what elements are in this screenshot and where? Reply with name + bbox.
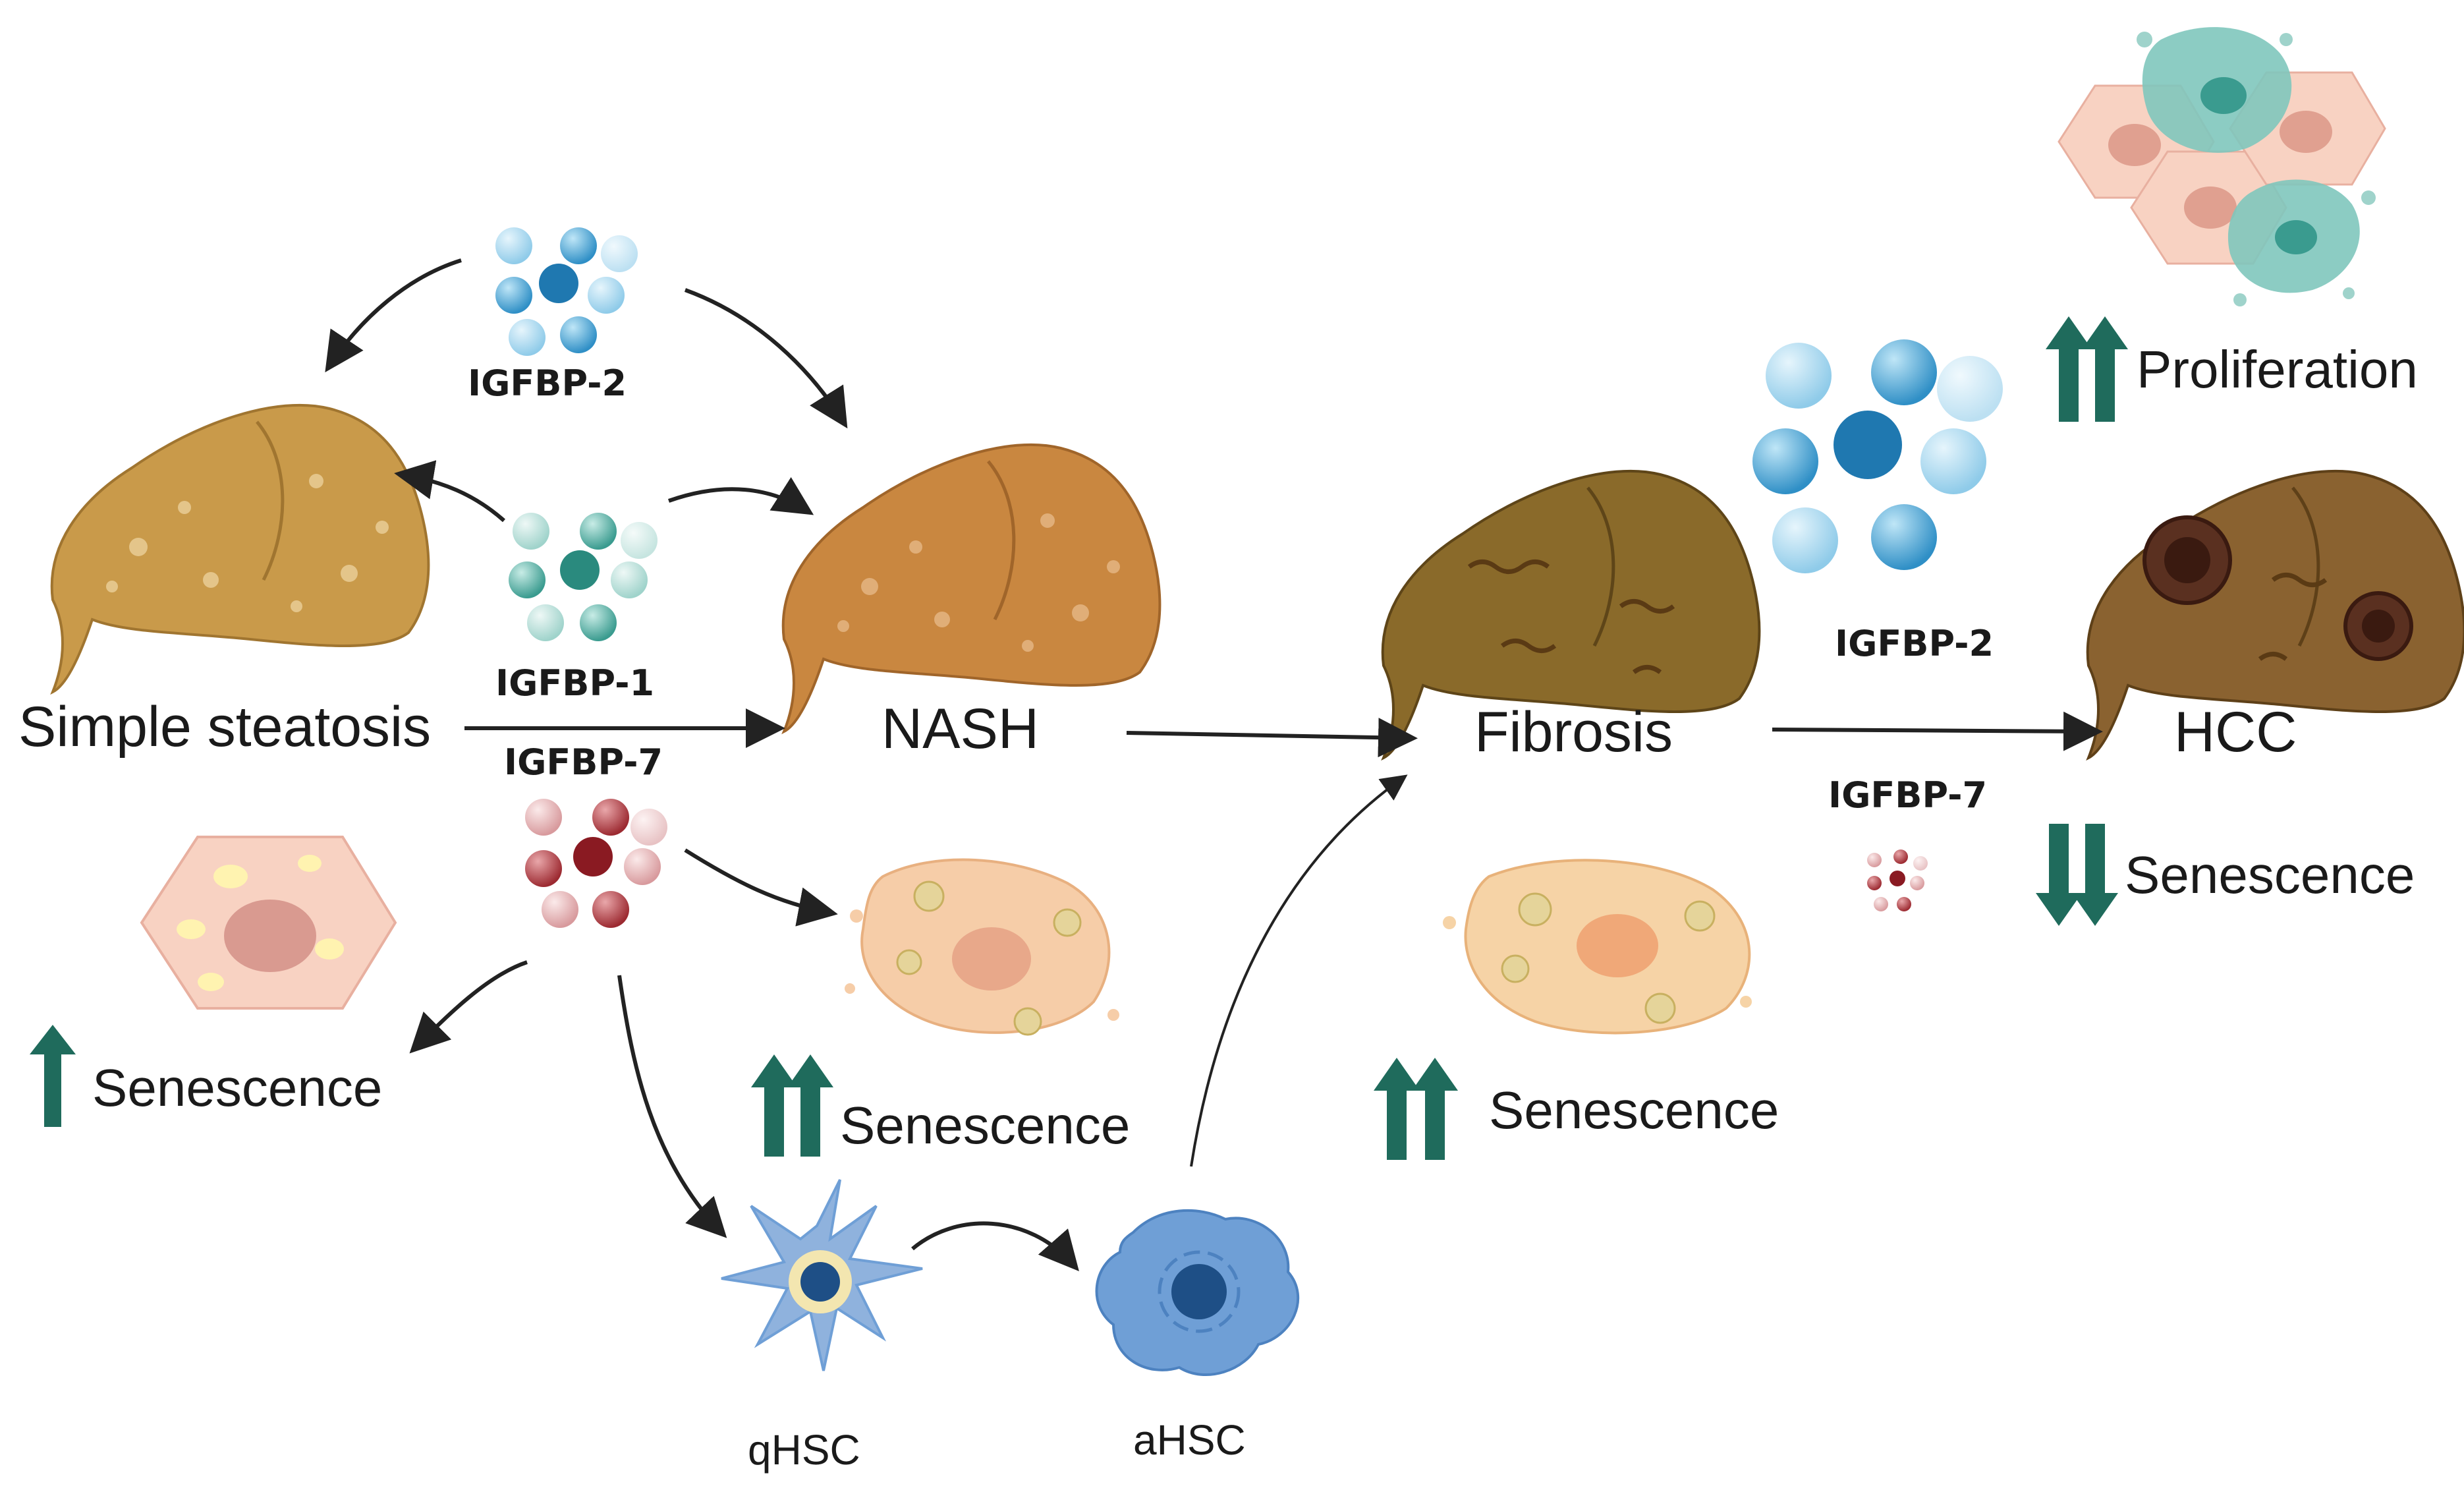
label-hcc: HCC bbox=[2174, 701, 2297, 764]
proliferating-cells-icon bbox=[2058, 27, 2386, 306]
arrow-igfbp7-to-hepatocyte bbox=[409, 960, 528, 1054]
label-senescence-nash: Senescence bbox=[840, 1096, 1130, 1155]
double-up-arrow-icon-fibrosis bbox=[1374, 1058, 1458, 1160]
label-igfbp2-top: IGFBP-2 bbox=[468, 362, 627, 404]
ahsc-cell-icon bbox=[1095, 1209, 1300, 1377]
fibrosis-senescent-cell-icon bbox=[1443, 859, 1752, 1035]
igfbp2-right-cluster bbox=[1752, 339, 2003, 573]
label-ahsc: aHSC bbox=[1133, 1416, 1246, 1464]
up-arrow-icon-left bbox=[30, 1025, 76, 1127]
label-senescence-left: Senescence bbox=[92, 1058, 382, 1117]
arrow-igfbp1-to-nash bbox=[668, 476, 814, 515]
label-igfbp7-left: IGFBP-7 bbox=[504, 741, 663, 783]
arrow-ahsc-to-fibrosis bbox=[1190, 774, 1408, 1167]
qhsc-cell-icon bbox=[721, 1179, 923, 1371]
double-down-arrow-icon-hcc bbox=[2036, 824, 2118, 926]
label-senescence-hcc: Senescence bbox=[2125, 846, 2415, 904]
arrow-nash-to-fibrosis bbox=[1126, 718, 1418, 758]
igfbp2-top-cluster bbox=[495, 227, 638, 356]
double-up-arrow-icon-proliferation bbox=[2046, 316, 2128, 422]
liver-nash-icon bbox=[781, 443, 1162, 735]
flow-arrows bbox=[325, 258, 2103, 1272]
label-simple-steatosis: Simple steatosis bbox=[18, 695, 431, 759]
liver-hcc-icon bbox=[2086, 469, 2464, 761]
arrow-igfbp1-to-steatosis bbox=[394, 460, 505, 523]
label-qhsc: qHSC bbox=[748, 1426, 860, 1474]
arrow-fibrosis-to-hcc bbox=[1772, 711, 2103, 751]
label-igfbp2-right: IGFBP-2 bbox=[1835, 623, 1994, 664]
arrow-qhsc-to-ahsc bbox=[911, 1221, 1079, 1272]
liver-steatosis-icon bbox=[50, 403, 430, 695]
label-fibrosis: Fibrosis bbox=[1474, 701, 1673, 764]
senescent-hepatocyte-icon bbox=[140, 836, 397, 1010]
arrow-igfbp7-to-qhsc bbox=[617, 975, 727, 1238]
label-nash: NASH bbox=[882, 697, 1039, 761]
igfbp7-right-cluster bbox=[1867, 849, 1928, 911]
double-up-arrow-icon-nash bbox=[751, 1054, 833, 1157]
label-senescence-fibrosis: Senescence bbox=[1489, 1081, 1779, 1139]
label-igfbp1: IGFBP-1 bbox=[495, 662, 654, 704]
label-proliferation: Proliferation bbox=[2137, 340, 2418, 399]
igfbp7-left-cluster bbox=[525, 799, 667, 928]
label-igfbp7-right: IGFBP-7 bbox=[1828, 774, 1987, 816]
igfbp1-cluster bbox=[509, 513, 658, 641]
arrow-igfbp2-to-nash bbox=[684, 288, 848, 429]
arrow-igfbp2-to-steatosis bbox=[325, 258, 462, 372]
nash-senescent-cell-icon bbox=[845, 858, 1119, 1036]
arrow-igfbp7-to-nash-cell bbox=[684, 848, 838, 927]
